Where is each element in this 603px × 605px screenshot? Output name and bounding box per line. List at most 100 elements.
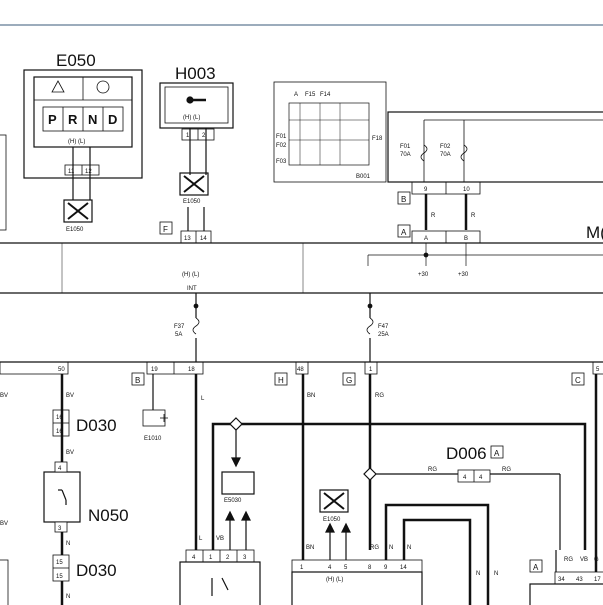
fuse-f47-rating: 25A [378,332,389,338]
fusebox-code: B001 [356,174,371,180]
wire-n-d: N [494,571,498,577]
conn-b: B [135,376,140,385]
row3-pin-17: 17 [594,577,601,583]
module-pin-a: A [424,236,428,242]
wire-rg2: RG [370,545,379,551]
module-pin-10: 10 [463,187,470,193]
wire-n-a: N [389,545,393,551]
e050-target: E1050 [66,227,84,233]
h003-pin-14: 14 [200,236,207,242]
e1010-label: E1010 [144,436,162,442]
row2-pin-14: 14 [400,565,407,571]
d006-conn: A [494,449,500,458]
wire-l2: L [199,536,203,542]
e1050-lower-label: E1050 [323,517,341,523]
row3-pin-43: 43 [576,577,583,583]
row1-pin-1: 1 [209,555,213,561]
row2-hl-label: (H) (L) [326,577,343,583]
n050-label: N050 [88,506,129,525]
wire-bv-left1: BV [0,393,8,399]
wire-bv2: BV [66,450,74,456]
conn-a-lower: A [533,563,539,572]
gear-n: N [88,112,97,127]
fusebox-f15: F15 [305,92,316,98]
wire-n-c: N [476,571,480,577]
fusebox-a: A [294,92,298,98]
wire-n2: N [66,594,70,600]
d030-label-a: D030 [76,416,117,435]
wire-g: G [594,557,599,563]
wire-rg3: RG [564,557,573,563]
module-wire-r2: R [471,213,476,219]
d006-label: D006 [446,444,487,463]
row2-pin-1: 1 [300,565,304,571]
module-f01-rating: 70A [400,152,411,158]
wire-vb2: VB [580,557,588,563]
module-pin-b: B [464,236,468,242]
pin-18: 18 [188,367,195,373]
wire-bn1: BN [307,393,315,399]
wire-l1: L [201,396,205,402]
module-conn-a: A [401,228,407,237]
pin-16b: 16 [56,429,63,435]
h003-target: E1050 [183,199,201,205]
bus-int: INT [187,286,197,292]
d030-label-b: D030 [76,561,117,580]
wire-bn2: BN [306,545,314,551]
row1-pin-3: 3 [243,555,247,561]
fusebox-f02: F02 [276,143,287,149]
h003-pin-1: 1 [186,133,190,139]
pin-15b: 15 [56,574,63,580]
e050-pins-label: (H) (L) [68,139,85,145]
conn-h: H [278,376,284,385]
row2-pin-9: 9 [384,565,388,571]
pin-19: 19 [151,367,158,373]
pin-16a: 16 [56,415,63,421]
fuse-f37-rating: 5A [175,332,182,338]
wire-n1: N [66,541,70,547]
d006-pin-4a: 4 [463,475,467,481]
d006-pin-4b: 4 [479,475,483,481]
wire-rg-l: RG [428,467,437,473]
fusebox-f03: F03 [276,159,287,165]
wire-rg-r: RG [502,467,511,473]
bus-p30a: +30 [418,272,429,278]
row2-pin-4: 4 [328,565,332,571]
gear-p: P [48,112,57,127]
wire-n-b: N [407,545,411,551]
module-conn-b: B [401,195,406,204]
row2-pin-5: 5 [344,565,348,571]
module-wire-r1: R [431,213,436,219]
bus-hl: (H) (L) [182,272,199,278]
pin-3: 3 [58,526,62,532]
row1-pin-4: 4 [192,555,196,561]
bus-p30b: +30 [458,272,469,278]
h003-pins-label: (H) (L) [183,115,200,121]
module-f02: F02 [440,144,451,150]
module-pin-9: 9 [424,187,428,193]
row1-pin-2: 2 [226,555,230,561]
row3-pin-34: 34 [558,577,565,583]
e050-title: E050 [56,51,96,70]
conn-g: G [346,376,352,385]
wire-vb: VB [216,536,224,542]
pin-5: 5 [596,367,600,373]
pin-15a: 15 [56,560,63,566]
module-f01: F01 [400,144,411,150]
e050-pin-11: 11 [68,169,75,175]
fusebox-f01: F01 [276,134,287,140]
row2-pin-8: 8 [368,565,372,571]
conn-c: C [575,376,581,385]
fusebox-f18: F18 [372,136,383,142]
module-edge-label: M( [586,223,603,242]
pin-50: 50 [58,367,65,373]
e050-pin-12: 12 [85,169,92,175]
e5030-label: E5030 [224,498,242,504]
wire-rg1: RG [375,393,384,399]
wire-bv1: BV [66,393,74,399]
fuse-f37: F37 [174,324,185,330]
gear-r: R [68,112,78,127]
fusebox-f14: F14 [320,92,331,98]
gear-d: D [108,112,117,127]
module-f02-rating: 70A [440,152,451,158]
